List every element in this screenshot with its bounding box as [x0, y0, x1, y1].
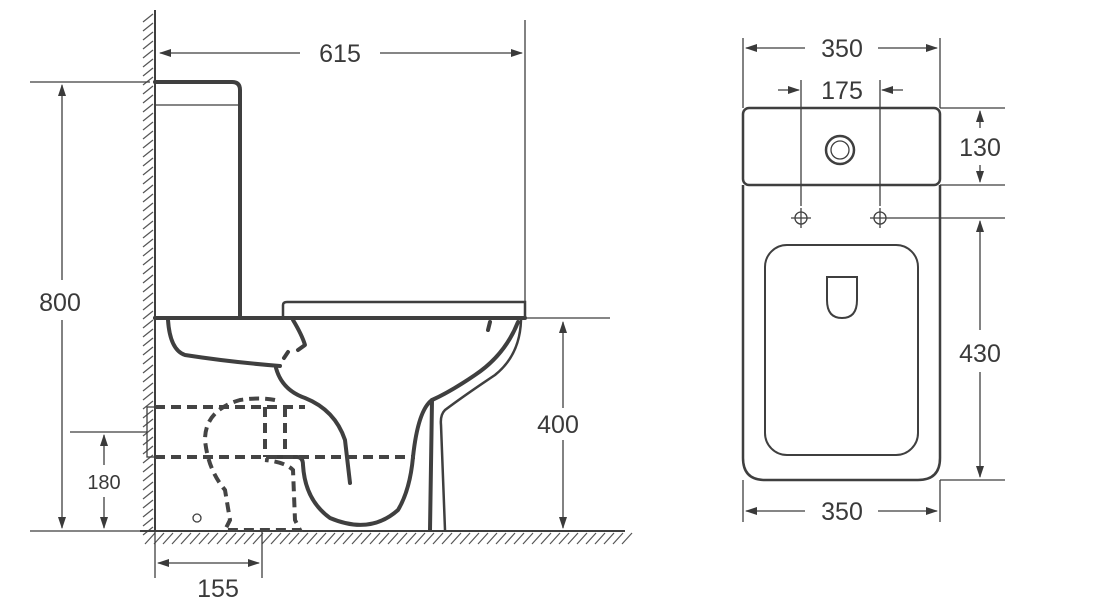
dimension-tank-depth: 130: [959, 134, 1001, 162]
trap-inner: [274, 366, 352, 485]
dimension-top-width: 350: [821, 35, 863, 63]
bowl-body-top: [741, 185, 942, 482]
drain-outline: [826, 276, 858, 320]
dimension-width: 615: [319, 40, 361, 68]
dimension-outlet-height: 180: [87, 472, 120, 494]
fixing-hole-icon: [192, 513, 202, 523]
dimension-bottom-width: 350: [821, 498, 863, 526]
dimension-bowl-length: 430: [959, 340, 1001, 368]
side-view: 615 800 400 180 155: [30, 10, 633, 602]
seat-outline: [281, 300, 527, 318]
flush-button-inner: [830, 140, 850, 160]
pedestal-front: [428, 398, 434, 532]
fixing-hole-left-icon: [791, 208, 811, 228]
outlet-bend-hidden: [202, 396, 304, 532]
floor-hatch: [144, 532, 633, 545]
fixing-hole-right-icon: [870, 208, 1005, 228]
flush-inlet: [282, 318, 307, 360]
top-view: 350 175 130 430 350: [741, 35, 1005, 526]
flush-button-icon: [824, 134, 856, 166]
dimension-seat-height: 400: [537, 411, 579, 439]
outlet-pipe-hidden: [155, 405, 415, 459]
dimension-hole-spacing: 175: [821, 77, 863, 105]
pedestal-outer: [439, 319, 523, 531]
dimension-height: 800: [39, 289, 81, 317]
cistern-base: [166, 318, 282, 368]
bowl-trap-outline: [266, 320, 520, 527]
wall-hatch: [142, 13, 154, 536]
bowl-opening: [764, 244, 919, 456]
dimension-outlet-distance: 155: [197, 575, 239, 602]
rim-detail: [486, 320, 492, 332]
cistern-outline: [153, 80, 242, 320]
cistern-top: [741, 106, 942, 187]
